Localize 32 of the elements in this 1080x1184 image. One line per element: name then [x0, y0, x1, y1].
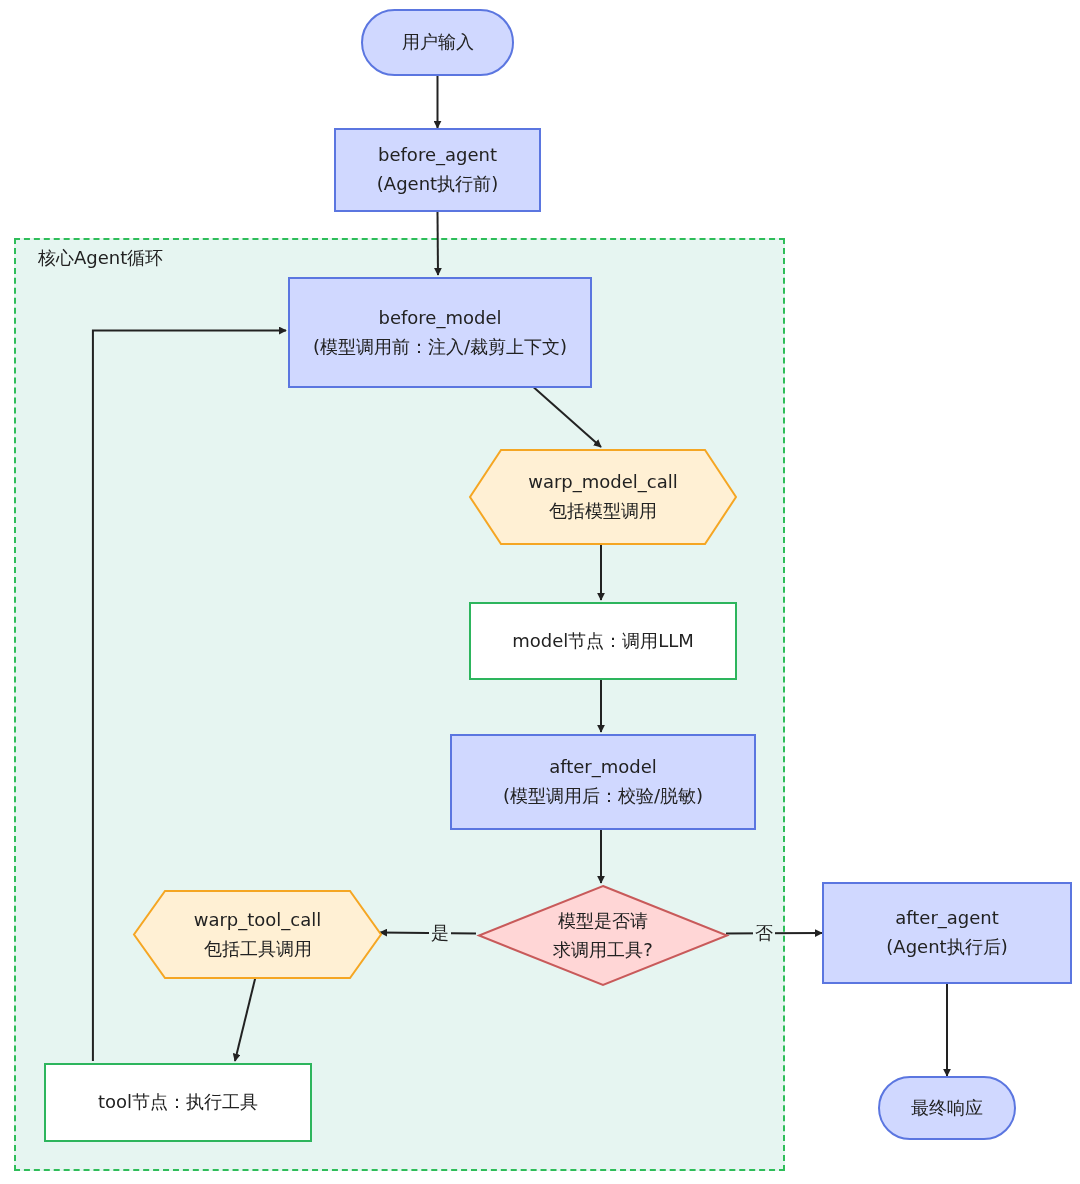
node-title: 最终响应: [911, 1095, 983, 1120]
group-title: 核心Agent循环: [38, 246, 164, 270]
node-title: after_agent: [895, 906, 999, 931]
node-subtitle: (模型调用后：校验/脱敏): [502, 784, 704, 808]
node-title: 用户输入: [401, 30, 474, 55]
terminal-pill: [878, 1076, 1016, 1140]
process-box: [450, 734, 756, 830]
node-subtitle: 包括工具调用: [203, 936, 312, 961]
node-title: model节点：调用LLM: [512, 628, 694, 653]
node-subtitle: 包括模型调用: [549, 499, 657, 523]
process-box: [822, 882, 1072, 984]
node-title: before_model: [378, 305, 502, 331]
node-subtitle: (模型调用前：注入/裁剪上下文): [312, 334, 568, 359]
group-container: [14, 238, 785, 1171]
arrow: [725, 929, 823, 938]
node-title: before_agent: [378, 143, 497, 168]
process-box: [334, 128, 541, 212]
node-subtitle: (Agent执行后): [886, 935, 1008, 959]
arrow: [433, 211, 442, 276]
node-title: 模型是否请求调用工具?: [552, 908, 654, 962]
edge-label: 是: [429, 921, 451, 945]
node-title: after_model: [549, 755, 657, 780]
node-title: tool节点：执行工具: [97, 1090, 259, 1115]
node-title: warp_tool_call: [193, 907, 322, 933]
process-box: [469, 602, 737, 680]
process-box: [44, 1063, 312, 1142]
arrow: [433, 75, 442, 129]
node-subtitle: (Agent执行前): [376, 172, 499, 196]
node-title: warp_model_call: [528, 470, 678, 495]
arrow: [91, 326, 287, 1062]
process-box: [288, 277, 592, 388]
arrow: [943, 983, 951, 1077]
